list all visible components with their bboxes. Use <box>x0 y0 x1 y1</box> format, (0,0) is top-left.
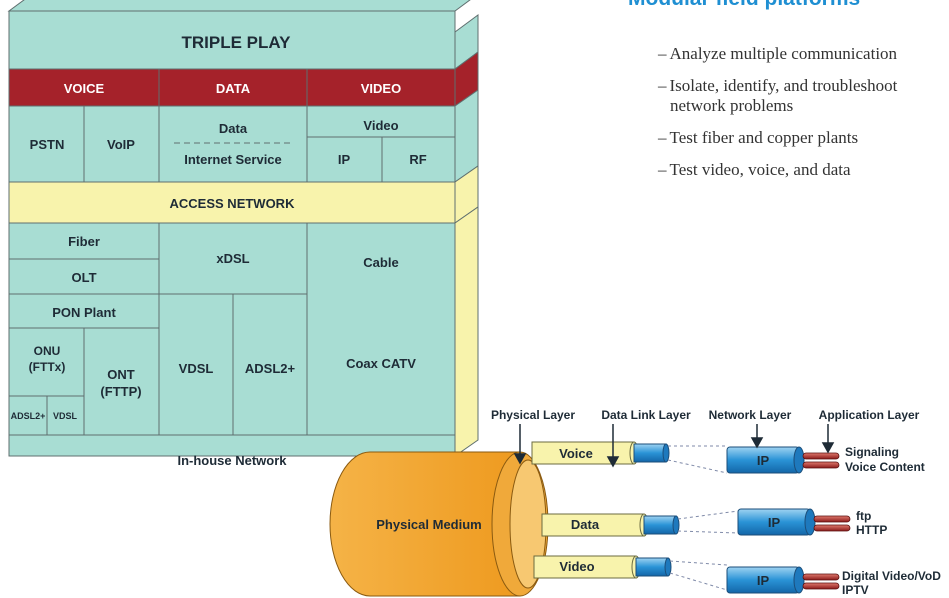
app-wires <box>802 452 851 590</box>
inhouse-band <box>8 434 456 457</box>
wire-video: Video <box>533 555 672 579</box>
label-olt: OLT <box>71 270 96 285</box>
label-vdsl: VDSL <box>179 361 214 376</box>
label-adsl2: ADSL2+ <box>245 361 296 376</box>
label-video-sub: Video <box>363 118 398 133</box>
app-digital-video: Digital Video/VoD <box>842 569 941 583</box>
app-http: HTTP <box>856 523 887 537</box>
label-vdsl-small: VDSL <box>53 411 78 421</box>
label-inhouse: In-house Network <box>177 453 287 468</box>
label-internet-service: Internet Service <box>184 152 282 167</box>
application-layer-label: Application Layer <box>819 408 920 422</box>
label-coax: Coax CATV <box>346 356 416 371</box>
wire-voice: Voice <box>531 441 670 465</box>
datalink-layer-label: Data Link Layer <box>601 408 691 422</box>
feature-item: –Test fiber and copper plants <box>658 128 859 147</box>
service-data: DATA <box>216 81 251 96</box>
label-onu-1: ONU <box>34 344 61 358</box>
feature-text: Analyze multiple communication <box>669 44 898 63</box>
feature-text: Test video, voice, and data <box>669 160 851 179</box>
ip-voice: IP <box>726 446 805 474</box>
app-ftp: ftp <box>856 509 871 523</box>
label-ont-1: ONT <box>107 367 135 382</box>
stack-title: TRIPLE PLAY <box>182 33 292 52</box>
app-voice-content: Voice Content <box>845 460 925 474</box>
label-fiber: Fiber <box>68 234 100 249</box>
label-access-network: ACCESS NETWORK <box>170 196 296 211</box>
label-data-sub: Data <box>219 121 248 136</box>
layer-arrows <box>513 424 835 468</box>
wire-data: Data <box>541 513 680 537</box>
service-video: VIDEO <box>361 81 401 96</box>
wire-data-label: Data <box>571 517 600 532</box>
label-onu-2: (FTTx) <box>29 360 66 374</box>
label-voip: VoIP <box>107 137 135 152</box>
wire-video-label: Video <box>559 559 594 574</box>
stack-labels: TRIPLE PLAY VOICE DATA VIDEO PSTN VoIP D… <box>11 33 427 468</box>
label-ip-sub: IP <box>338 152 351 167</box>
connector-lines <box>667 445 739 591</box>
label-pstn: PSTN <box>30 137 65 152</box>
layer-headings: Physical Layer Data Link Layer Network L… <box>491 408 920 468</box>
feature-item: –Analyze multiple communication <box>658 44 898 63</box>
physical-layer-label: Physical Layer <box>491 408 575 422</box>
label-pon-plant: PON Plant <box>52 305 116 320</box>
feature-list: –Analyze multiple communication –Isolate… <box>658 44 949 192</box>
ip-video-label: IP <box>757 573 770 588</box>
ip-data-label: IP <box>768 515 781 530</box>
app-signaling: Signaling <box>845 445 899 459</box>
ip-video: IP <box>726 566 805 594</box>
label-rf: RF <box>409 152 426 167</box>
cable-bundle: Physical Medium Voice Data Video <box>329 441 941 597</box>
feature-item: –Test video, voice, and data <box>658 160 851 179</box>
physical-medium-label: Physical Medium <box>376 517 481 532</box>
app-iptv: IPTV <box>842 583 869 597</box>
ip-voice-label: IP <box>757 453 770 468</box>
ip-data: IP <box>737 508 816 536</box>
feature-text: Isolate, identify, and troubleshoot <box>669 76 898 95</box>
feature-text: Test fiber and copper plants <box>669 128 859 147</box>
network-layer-label: Network Layer <box>709 408 792 422</box>
feature-text-cont: network problems <box>670 96 794 115</box>
label-ont-2: (FTTP) <box>100 384 141 399</box>
wire-voice-label: Voice <box>559 446 593 461</box>
label-adsl2-small: ADSL2+ <box>11 411 46 421</box>
label-cable: Cable <box>363 255 398 270</box>
service-voice: VOICE <box>64 81 105 96</box>
label-xdsl: xDSL <box>216 251 249 266</box>
panel-title: Modular field platforms <box>628 0 860 11</box>
protocol-stack <box>7 0 479 457</box>
